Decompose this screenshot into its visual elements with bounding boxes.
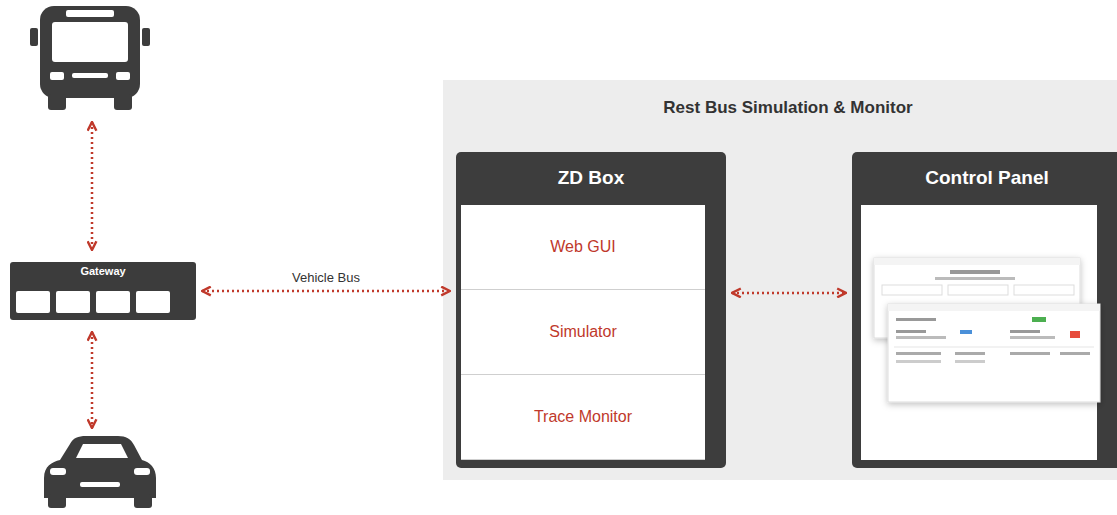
car-link — [91, 332, 94, 428]
bus-label: Vehicle Bus — [290, 270, 362, 285]
screenshot-illustration — [861, 205, 1100, 460]
node-label: Rest Bus Simulation & Monitor — [443, 88, 1117, 128]
node-label: Web GUI — [550, 238, 616, 256]
node-label: Trace Monitor — [534, 408, 632, 426]
system-panel: Rest Bus Simulation & Monitor ZD BoxWeb G… — [443, 80, 1117, 480]
node-label: Simulator — [549, 323, 617, 341]
function-box: Web GUI — [461, 205, 705, 290]
gateway-ports — [16, 291, 170, 313]
function-box: Simulator — [461, 290, 705, 375]
gateway-box: Gateway — [10, 262, 196, 320]
node-label: ZD Box — [456, 152, 726, 204]
bus-connector — [202, 290, 450, 293]
bus-link — [91, 122, 94, 250]
control-panel-box: Control Panel — [852, 152, 1117, 468]
function-box: Trace Monitor — [461, 375, 705, 460]
node-label: Control Panel — [852, 152, 1117, 204]
car-icon — [44, 436, 156, 508]
bus-connector — [732, 292, 846, 295]
bus-icon — [30, 6, 150, 110]
device-box: ZD BoxWeb GUI SimulatorTrace Monitor — [456, 152, 726, 468]
node-label: Gateway — [10, 265, 196, 277]
